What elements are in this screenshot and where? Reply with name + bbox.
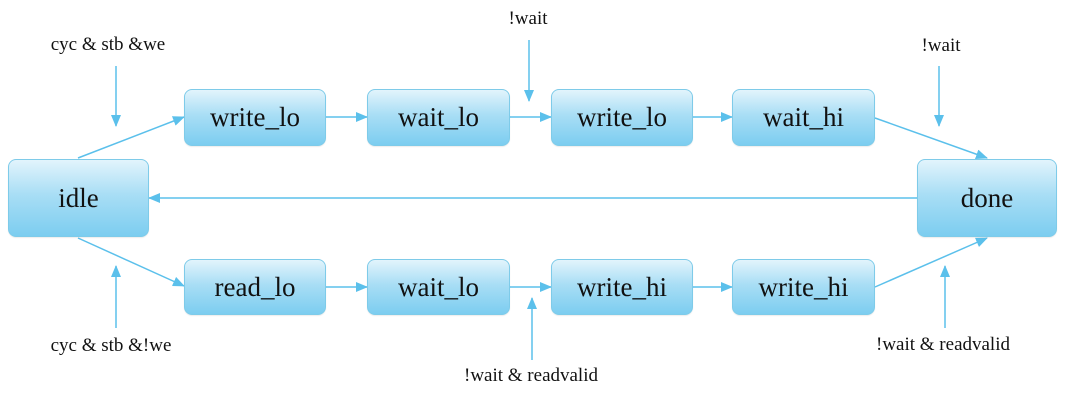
condition-read-start: cyc & stb &!we [50, 335, 172, 356]
condition-top-wait-lo: !wait [508, 8, 548, 29]
edge-idle-to-top-write-lo [77, 116, 185, 159]
state-top-wait-lo: wait_lo [367, 89, 510, 146]
state-top-wait-hi: wait_hi [732, 89, 875, 146]
state-bottom-read-lo: read_lo [184, 259, 326, 315]
condition-bottom-wait-hi: !wait & readvalid [875, 334, 1011, 355]
edge-top-wait-hi-to-done [874, 117, 988, 160]
state-bottom-write-hi-2: write_hi [732, 259, 875, 315]
edge-bottom-write-hi-to-done [874, 237, 988, 288]
condition-top-wait-hi: !wait [921, 35, 961, 56]
condition-bottom-wait-lo: !wait & readvalid [463, 365, 599, 386]
edge-idle-to-bottom-read-lo [77, 237, 185, 287]
state-done: done [917, 159, 1057, 237]
state-idle: idle [8, 159, 149, 237]
state-top-write-lo-2: write_lo [551, 89, 693, 146]
state-bottom-write-hi: write_hi [551, 259, 693, 315]
state-top-write-lo: write_lo [184, 89, 326, 146]
state-bottom-wait-lo: wait_lo [367, 259, 510, 315]
condition-write-start: cyc & stb &we [50, 34, 166, 55]
